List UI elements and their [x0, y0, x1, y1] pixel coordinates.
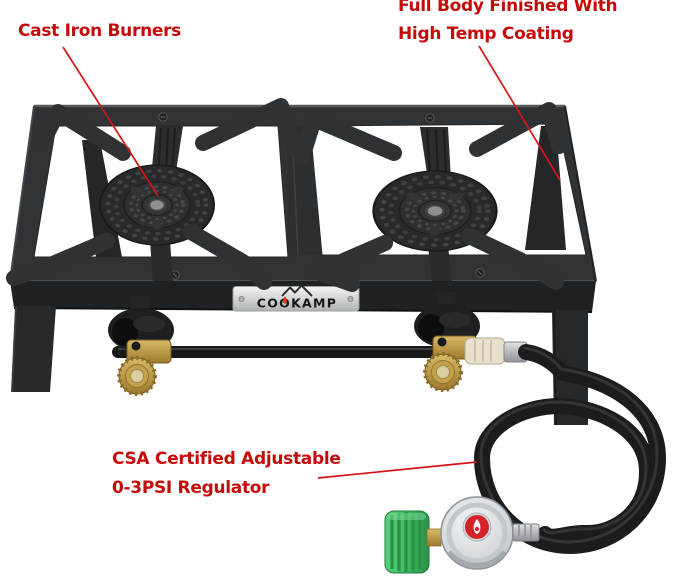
burner-necks: [150, 126, 452, 284]
screw-icon: [158, 112, 485, 280]
regulator-pointer-line: [317, 461, 478, 479]
mountain-logo-icon: [281, 284, 313, 297]
gas-manifold-pipe: [112, 346, 470, 358]
annotation-regulator-line1: CSA Certified Adjustable: [112, 449, 341, 469]
pot-support-arms: [6, 98, 567, 292]
annotation-cast-iron-burners: Cast Iron Burners: [18, 21, 181, 41]
left-valve: [106, 294, 176, 396]
cast-iron-pointer-line: [62, 46, 159, 197]
gas-hose: [473, 344, 667, 555]
plate-screw-icon: [347, 295, 354, 302]
annotation-regulator-line2: 0-3PSI Regulator: [112, 478, 270, 498]
pressure-regulator: [384, 496, 540, 574]
annotation-full-body-line1: Full Body Finished With: [398, 0, 618, 16]
brand-text: COOKAMP: [257, 296, 338, 311]
annotation-full-body-line2: High Temp Coating: [398, 24, 574, 44]
annotation-lines: [62, 45, 561, 479]
brand-plate: COOKAMP: [232, 284, 360, 312]
plate-screw-icon: [238, 295, 245, 302]
hose-fitting: [464, 337, 528, 365]
front-legs: [11, 305, 588, 426]
flame-icon: [282, 296, 288, 304]
coating-pointer-line: [478, 45, 561, 181]
